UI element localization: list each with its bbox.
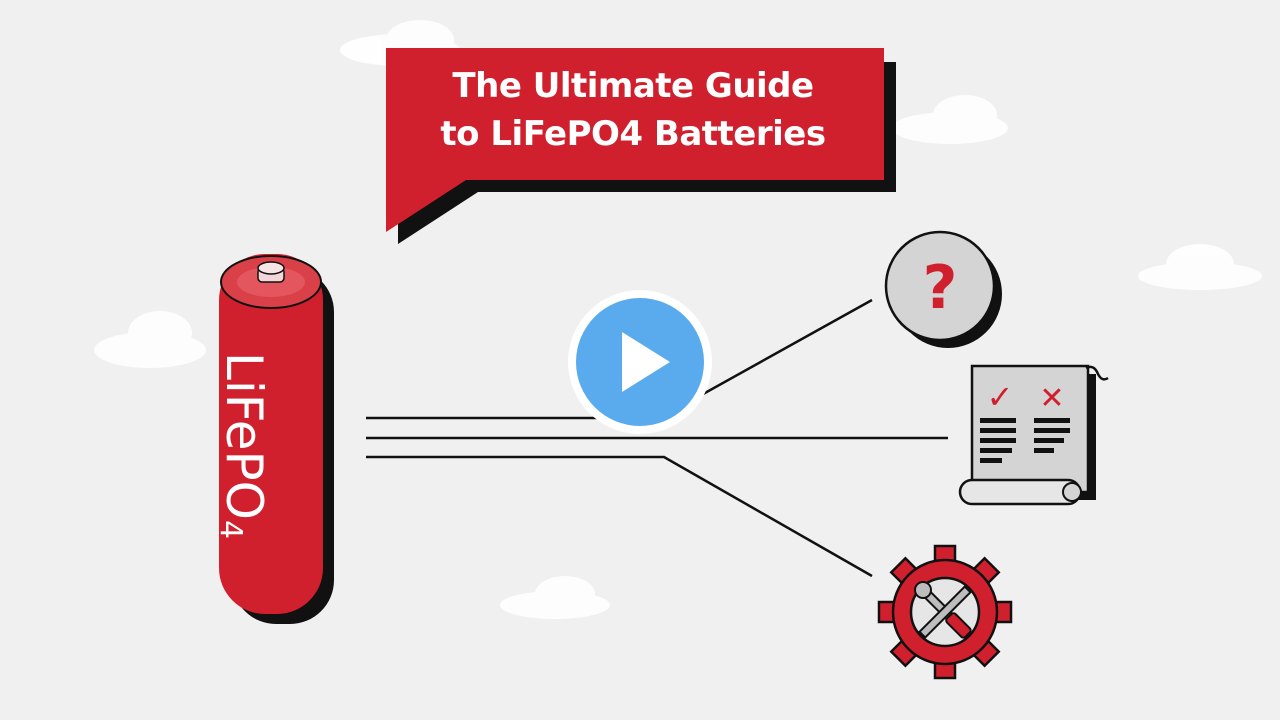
question-mark-glyph: ? bbox=[923, 253, 958, 323]
cloud-top-right bbox=[892, 95, 1008, 144]
connector-line-bottom bbox=[366, 455, 873, 578]
check-mark-glyph: ✓ bbox=[987, 378, 1014, 416]
play-icon bbox=[568, 290, 712, 434]
cloud-bottom bbox=[500, 576, 610, 619]
video-title: The Ultimate Guide to LiFePO4 Batteries bbox=[388, 62, 878, 158]
cloud-left bbox=[94, 311, 206, 368]
cloud-right bbox=[1138, 244, 1262, 290]
title-line-2: to LiFePO4 Batteries bbox=[440, 114, 826, 154]
play-button[interactable] bbox=[566, 288, 714, 436]
title-line-1: The Ultimate Guide bbox=[452, 66, 814, 106]
cross-mark-glyph: ✕ bbox=[1039, 381, 1064, 416]
